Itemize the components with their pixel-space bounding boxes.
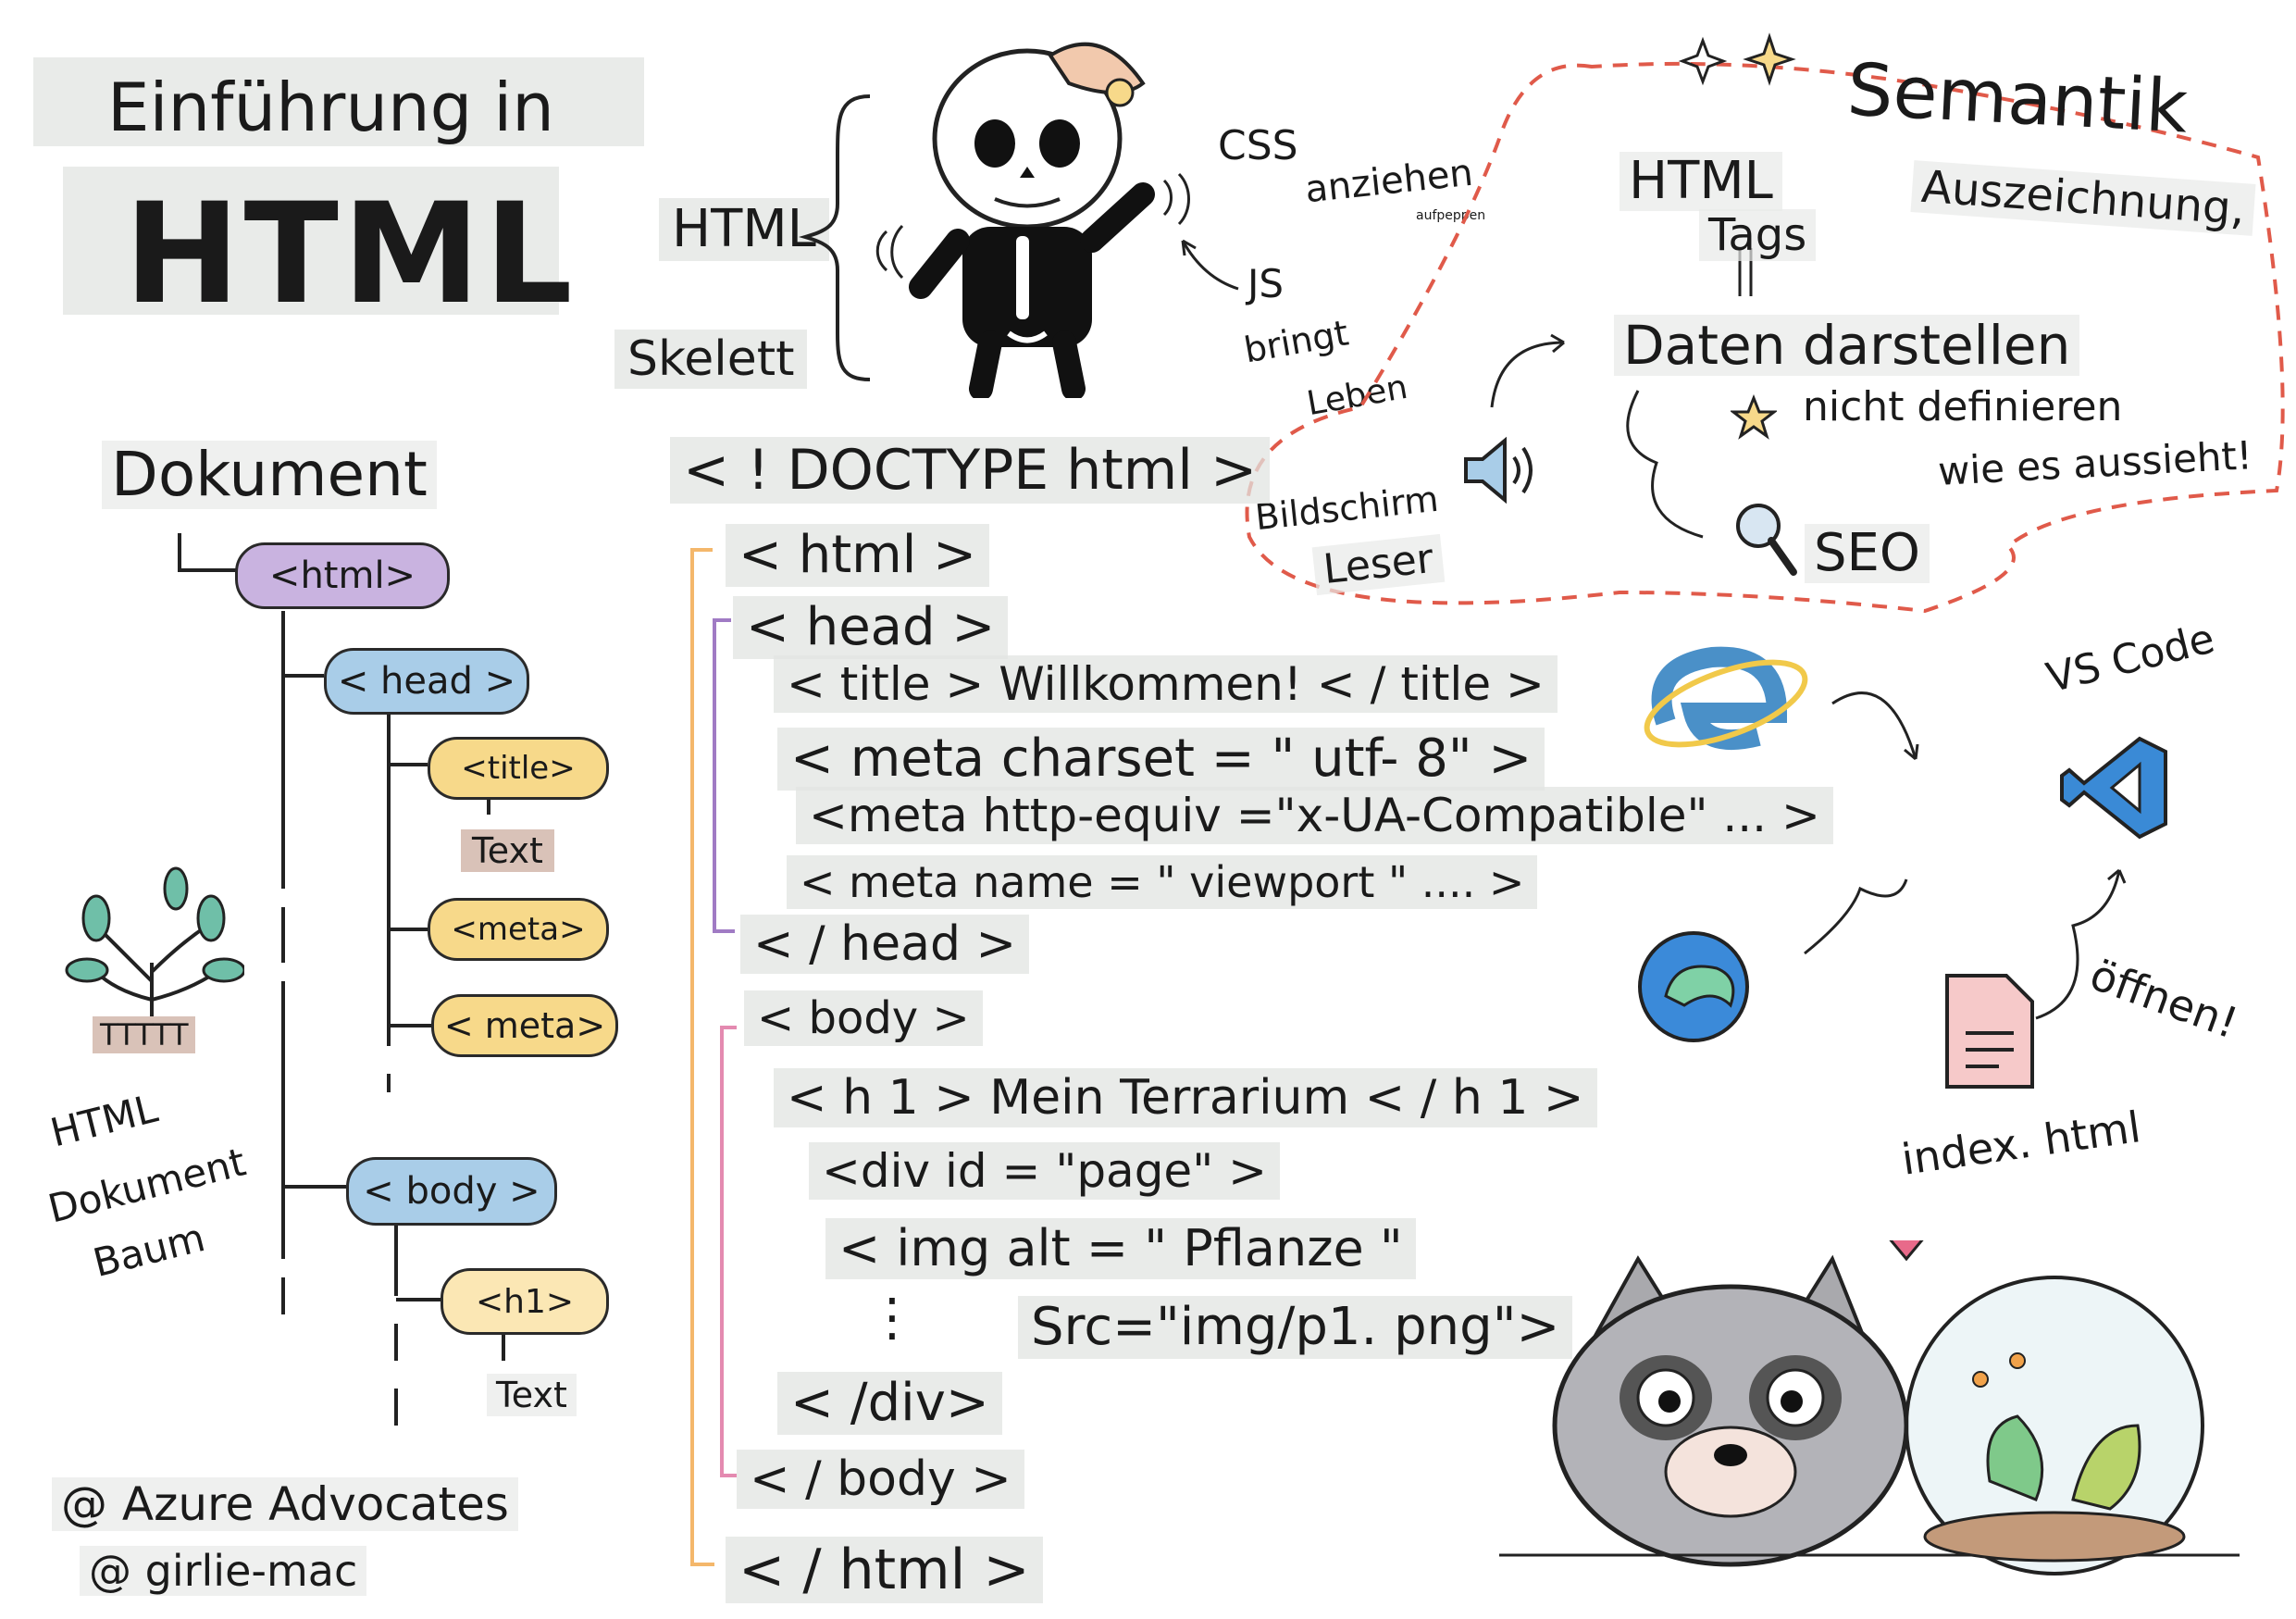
tree-node-title: <title> xyxy=(428,737,609,800)
title-line2-bg xyxy=(63,167,559,315)
tree-node-meta2: < meta> xyxy=(431,994,618,1057)
code-html-open: < html > xyxy=(726,524,990,587)
code-title: < title > Willkommen! < / title > xyxy=(774,655,1558,713)
tree-node-meta1: <meta> xyxy=(428,898,609,961)
page-title: HTML xyxy=(124,174,577,335)
credit-line2: @ girlie-mac xyxy=(80,1546,367,1596)
code-h1: < h 1 > Mein Terrarium < / h 1 > xyxy=(774,1068,1597,1127)
ie-browser-icon xyxy=(1644,646,1808,751)
tree-node-text2: Text xyxy=(487,1374,577,1416)
code-doctype: < ! DOCTYPE html > xyxy=(670,437,1271,504)
css-label: CSS xyxy=(1218,122,1298,169)
code-body-open: < body > xyxy=(744,990,983,1046)
tree-node-html: <html> xyxy=(235,542,450,609)
skeleton-html-label: HTML xyxy=(659,198,829,261)
tree-node-body: < body > xyxy=(346,1157,557,1226)
code-html-close: < / html > xyxy=(726,1537,1043,1603)
js-label: JS xyxy=(1247,261,1285,306)
code-div-close: < /div> xyxy=(777,1372,1002,1435)
tags-label: Tags xyxy=(1699,209,1817,261)
heart-icon xyxy=(1889,1240,1924,1262)
tree-node-text1: Text xyxy=(461,829,554,872)
semantics-html-label: HTML xyxy=(1620,152,1782,211)
star-icon xyxy=(1731,394,1777,440)
skeleton-icon xyxy=(909,42,1155,398)
daten-darstellen-label: Daten darstellen xyxy=(1614,315,2080,376)
code-src: Src="img/p1. png"> xyxy=(1018,1296,1573,1359)
edge-browser-icon xyxy=(1638,931,1749,1042)
code-meta-http: <meta http-equiv ="x-UA-Compatible" ... … xyxy=(796,787,1833,844)
speaker-icon xyxy=(1464,436,1533,504)
dokument-label: Dokument xyxy=(102,441,437,509)
code-meta-viewport: < meta name = " viewport " .... > xyxy=(787,855,1538,909)
tree-node-h1: <h1> xyxy=(441,1268,609,1335)
title-line1-bg xyxy=(33,57,644,146)
code-div-open: <div id = "page" > xyxy=(809,1142,1280,1200)
code-dots: ⋮ xyxy=(866,1288,918,1348)
credit-line1: @ Azure Advocates xyxy=(52,1477,518,1531)
raccoon-icon xyxy=(1552,1254,1909,1567)
plant-pot-label: TTTTT xyxy=(93,1016,196,1053)
magnifier-icon xyxy=(1736,504,1797,576)
code-head-open: < head > xyxy=(733,596,1009,659)
code-head-close: < / head > xyxy=(740,915,1030,974)
terrarium-icon xyxy=(1905,1276,2204,1575)
vscode-icon xyxy=(2060,736,2167,840)
plant-icon xyxy=(65,866,244,1037)
code-body-close: < / body > xyxy=(737,1450,1024,1509)
skeleton-skelett-label: Skelett xyxy=(614,330,808,389)
title-line1: Einführung in xyxy=(107,68,554,146)
code-img: < img alt = " Pflanze " xyxy=(825,1218,1416,1279)
tree-node-head: < head > xyxy=(324,648,529,715)
nicht-definieren-label: nicht definieren xyxy=(1803,383,2123,430)
file-icon xyxy=(1945,974,2034,1089)
code-meta-charset: < meta charset = " utf- 8" > xyxy=(777,728,1545,791)
seo-label: SEO xyxy=(1805,524,1930,583)
raccoon-scene xyxy=(1499,1240,2240,1575)
